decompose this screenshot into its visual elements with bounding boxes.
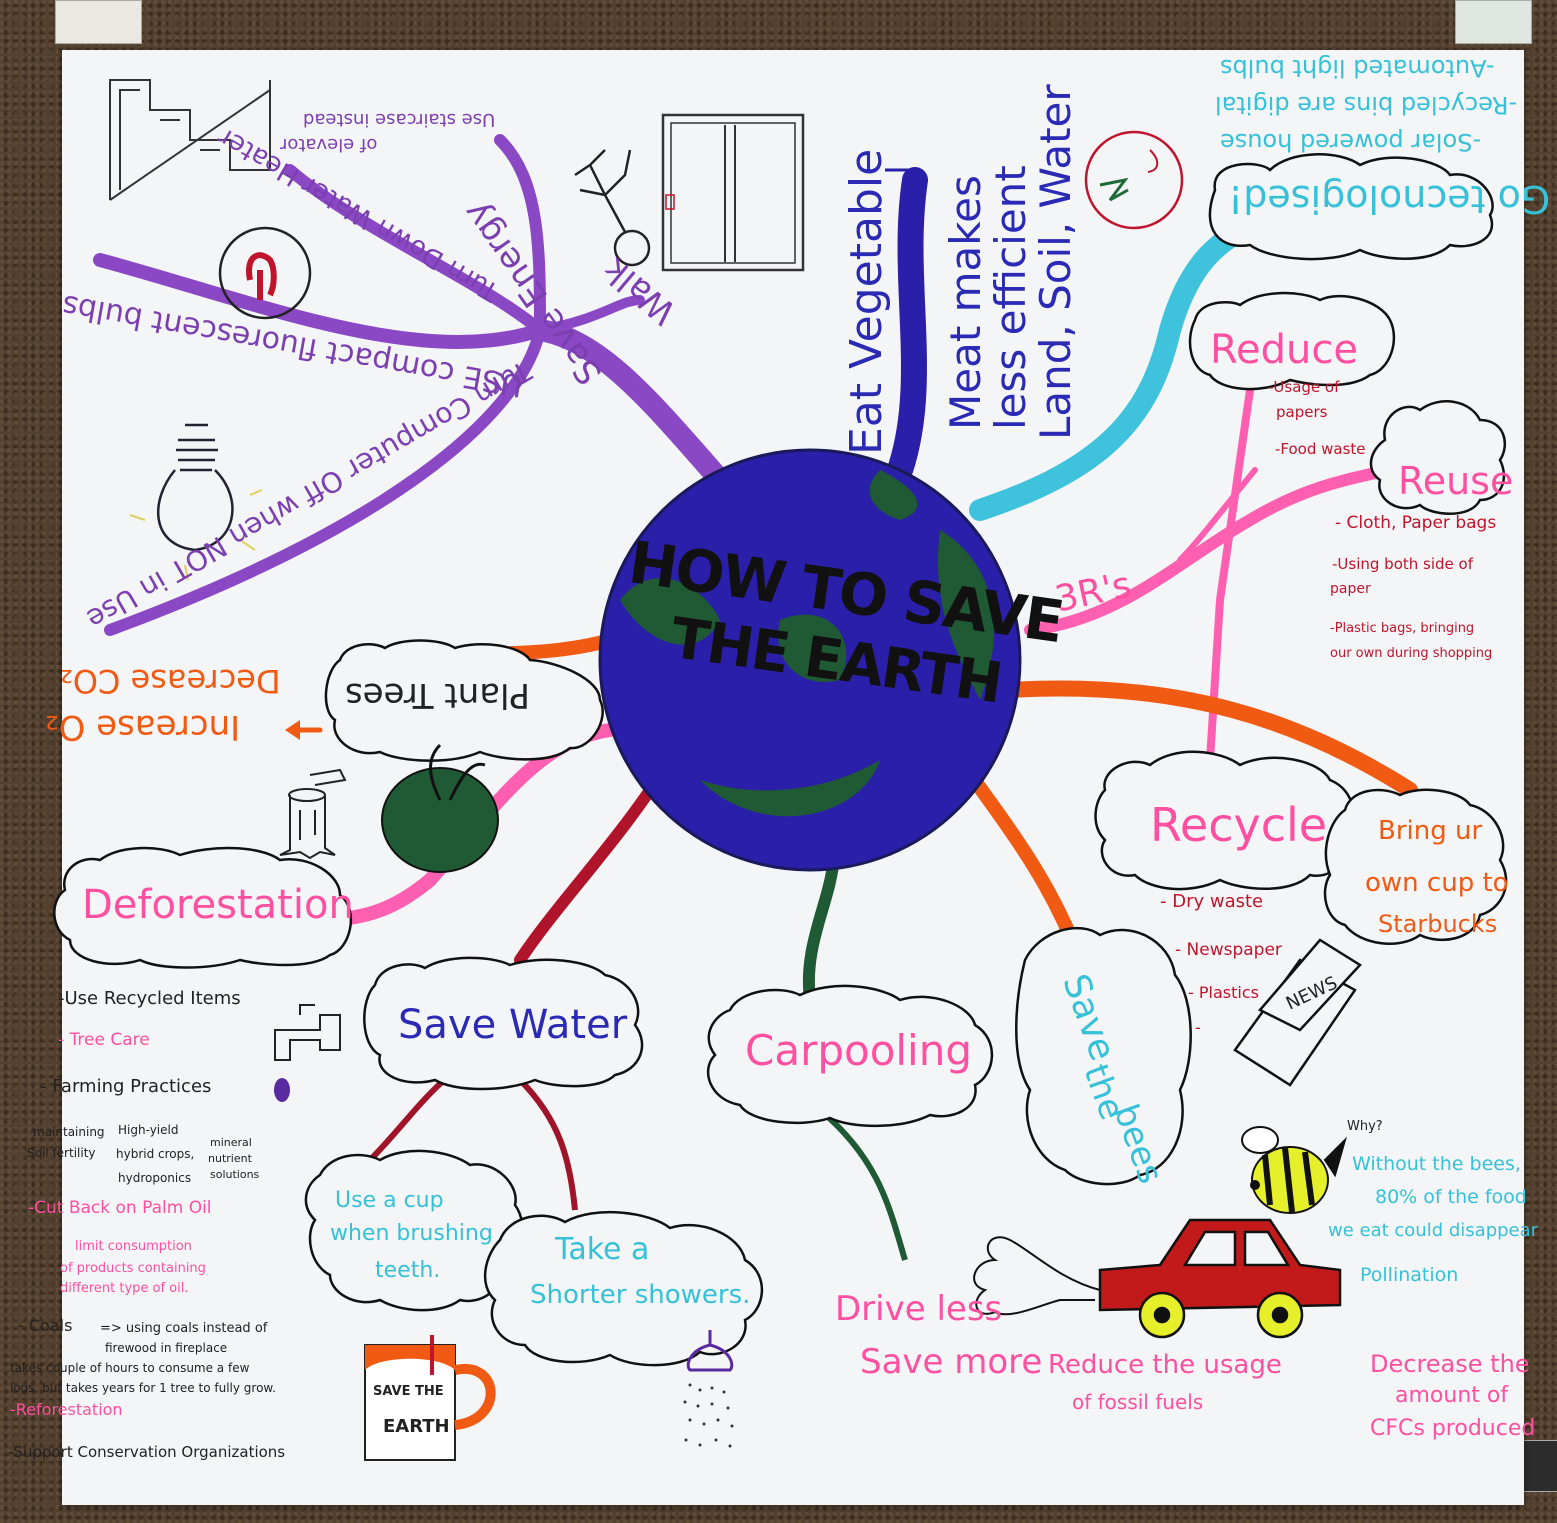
defo-item-3: - Farming Practices [40, 1076, 212, 1097]
defo-item-7: hybrid crops, [116, 1147, 195, 1161]
bees-without-1: Without the bees, [1352, 1153, 1521, 1175]
reuse-item-4: -Plastic bags, bringing [1330, 621, 1475, 636]
less-efficient: less efficient [986, 165, 1035, 430]
tape-top-left [55, 0, 142, 44]
drive-less: Drive less [835, 1289, 1003, 1329]
increase-o2: Increase O₂ [45, 707, 241, 747]
recycle-item-3: - Plastics [1188, 983, 1259, 1002]
defo-item-11: solutions [210, 1168, 260, 1181]
defo-item-20: logs, but takes years for 1 tree to full… [10, 1381, 276, 1395]
land-soil-water: Land, Soil, Water [1031, 84, 1080, 440]
shower-line-1: Take a [555, 1232, 650, 1267]
mug-line-2: EARTH [383, 1416, 450, 1437]
defo-item-17: => using coals instead of [100, 1321, 268, 1336]
save-water-label: Save Water [398, 1002, 628, 1048]
shower-line-2: Shorter showers. [530, 1280, 751, 1310]
cup-line-1: Use a cup [335, 1188, 444, 1213]
bees-without-3: we eat could disappear [1328, 1220, 1539, 1241]
defo-item-14: of products containing [60, 1261, 206, 1276]
defo-item-12: -Cut Back on Palm Oil [28, 1198, 212, 1218]
recycle-item-4: - [1195, 1018, 1201, 1037]
recycle-item-1: - Dry waste [1160, 891, 1264, 912]
tech-cloud-label: Go tecnologised! [1228, 177, 1551, 221]
defo-item-16: - Coals [18, 1316, 73, 1335]
defo-item-9: mineral [210, 1136, 252, 1149]
defo-item-5: Soil fertility [27, 1146, 96, 1160]
reuse-item-5: our own during shopping [1330, 646, 1493, 661]
decrease-amount-2: amount of [1395, 1383, 1509, 1408]
decrease-amount-1: Decrease the [1370, 1350, 1530, 1378]
tech-item-1: -Solar powered house [1220, 128, 1482, 156]
plant-trees: Plant Trees [345, 675, 531, 715]
reduce-item-1: -Usage of [1268, 378, 1340, 396]
stairs-line-2: of elevator [280, 134, 378, 155]
energy-branches [93, 134, 731, 636]
save-more: Save more [860, 1342, 1043, 1382]
tech-item-3: -Automated light bulbs [1220, 54, 1495, 82]
bring-cup-1: Bring ur [1378, 816, 1483, 846]
reduce-usage: Reduce the usage [1048, 1350, 1282, 1380]
reuse-item-2: -Using both side of [1332, 555, 1473, 573]
stairs-line-1: Use staircase instead [303, 109, 496, 130]
bring-cup-3: Starbucks [1378, 910, 1498, 938]
bees-pollination: Pollination [1360, 1264, 1459, 1286]
defo-item-22: -Support Conservation Organizations [8, 1443, 286, 1461]
defo-item-10: nutrient [208, 1152, 252, 1165]
defo-item-2: - Tree Care [58, 1030, 150, 1050]
mug-line-1: SAVE THE [373, 1384, 444, 1399]
defo-item-8: hydroponics [118, 1171, 192, 1185]
reduce-label: Reduce [1210, 327, 1358, 373]
meat-makes: Meat makes [941, 175, 990, 430]
recycle-item-2: - Newspaper [1175, 940, 1282, 960]
decrease-co2: Decrease CO₂ [60, 662, 281, 700]
tape-top-right [1455, 0, 1532, 44]
defo-item-6: High-yield [118, 1123, 179, 1137]
cup-line-2: when brushing [330, 1221, 493, 1246]
defo-item-1: -Use Recycled Items [58, 988, 241, 1009]
bees-why: Why? [1347, 1119, 1383, 1134]
cup-line-3: teeth. [375, 1258, 441, 1283]
defo-item-15: different type of oil. [60, 1281, 189, 1296]
recycle-label: Recycle [1150, 798, 1328, 852]
reuse-item-3: paper [1330, 581, 1371, 597]
reduce-item-2: papers [1276, 403, 1328, 421]
reduce-item-3: -Food waste [1275, 440, 1366, 458]
fossil-fuels: of fossil fuels [1072, 1390, 1204, 1414]
decrease-amount-3: CFCs produced [1370, 1416, 1536, 1441]
bring-cup-2: own cup to [1365, 868, 1509, 898]
defo-item-13: limit consumption [75, 1239, 192, 1254]
tech-item-2: -Recycled bins are digital [1215, 91, 1518, 119]
reuse-item-1: - Cloth, Paper bags [1335, 513, 1497, 533]
defo-item-21: -Reforestation [10, 1400, 123, 1419]
bees-without-2: 80% of the food [1375, 1186, 1527, 1208]
reuse-label: Reuse [1398, 459, 1514, 503]
deforestation-label: Deforestation [82, 882, 354, 928]
carpooling-label: Carpooling [745, 1026, 973, 1075]
eat-vegetable: Eat Vegetable [841, 148, 892, 455]
defo-item-19: takes couple of hours to consume a few [10, 1361, 250, 1375]
defo-item-4: maintaining [33, 1125, 105, 1139]
defo-item-18: firewood in fireplace [105, 1341, 228, 1355]
